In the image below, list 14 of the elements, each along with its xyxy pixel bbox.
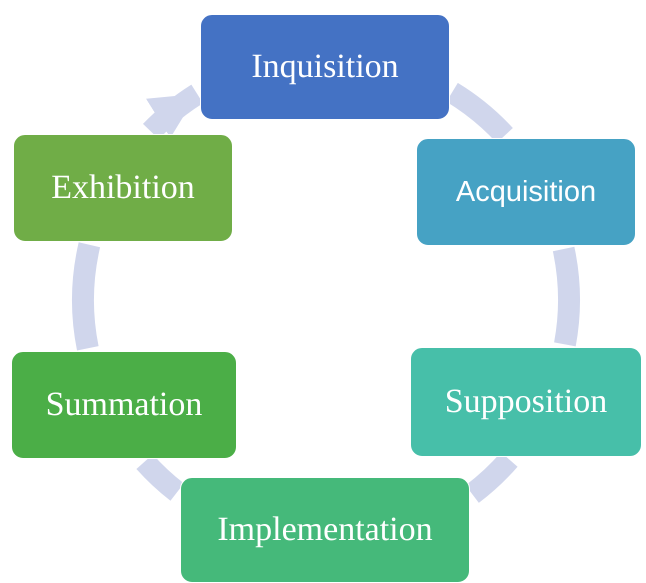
box-label: Implementation [217, 511, 433, 549]
process-box [11, 351, 237, 459]
box-label: Exhibition [51, 169, 195, 207]
box-label: Acquisition [456, 176, 596, 208]
curved-connector [552, 247, 580, 346]
process-box [180, 477, 470, 583]
curved-connector [72, 242, 100, 350]
process-box [410, 347, 642, 457]
process-box [416, 138, 636, 246]
box-label: Supposition [444, 383, 608, 421]
process-box [13, 134, 233, 242]
process-box [200, 14, 450, 120]
box-label: Summation [46, 386, 202, 424]
box-label: Inquisition [251, 48, 399, 86]
